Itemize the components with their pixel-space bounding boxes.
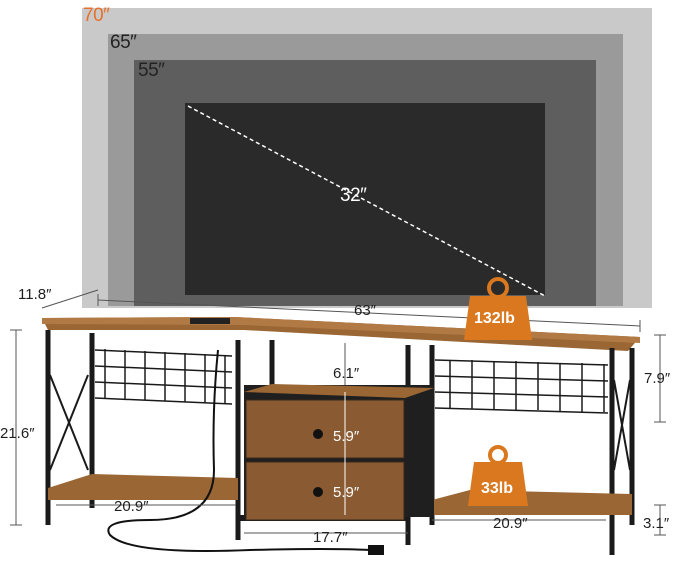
- tv-label-55: 55″: [138, 60, 165, 81]
- x-brace: [49, 374, 631, 471]
- shelf-right: [432, 490, 632, 515]
- drawer-knob-top: [313, 429, 323, 439]
- drawer-bottom: [245, 461, 405, 521]
- tv-label-70: 70″: [83, 5, 110, 26]
- drawer-top: [245, 399, 405, 459]
- load-top-label: 132lb: [474, 310, 515, 327]
- center-width-label: 17.7″: [313, 529, 348, 546]
- width-label: 63″: [354, 302, 376, 319]
- tv-label-65: 65″: [110, 32, 137, 53]
- load-shelf-label: 33lb: [481, 480, 514, 497]
- width-dim-line: [97, 299, 641, 327]
- drawer-knob-bottom: [313, 487, 323, 497]
- clearance-label: 3.1″: [643, 515, 670, 532]
- gap-label: 6.1″: [333, 365, 360, 382]
- height-label: 21.6″: [0, 425, 35, 442]
- grid-panel-left: [94, 349, 233, 405]
- right-shelf-label: 20.9″: [493, 515, 528, 532]
- drawer1-label: 5.9″: [333, 428, 360, 445]
- power-cord: [107, 349, 371, 552]
- tabletop: [42, 317, 640, 351]
- weight-badge-shelf: [468, 445, 528, 506]
- tv-32-screen: [185, 103, 545, 295]
- left-shelf-label: 20.9″: [114, 498, 149, 515]
- tv-label-32: 32″: [340, 185, 367, 206]
- shelf-left: [48, 474, 238, 500]
- grid-panel-right: [434, 359, 609, 414]
- side-height-label: 7.9″: [644, 370, 671, 387]
- depth-label: 11.8″: [18, 286, 52, 303]
- weight-badge-top: [464, 277, 532, 340]
- drawer2-label: 5.9″: [333, 484, 360, 501]
- tv-diagonal: [187, 105, 546, 297]
